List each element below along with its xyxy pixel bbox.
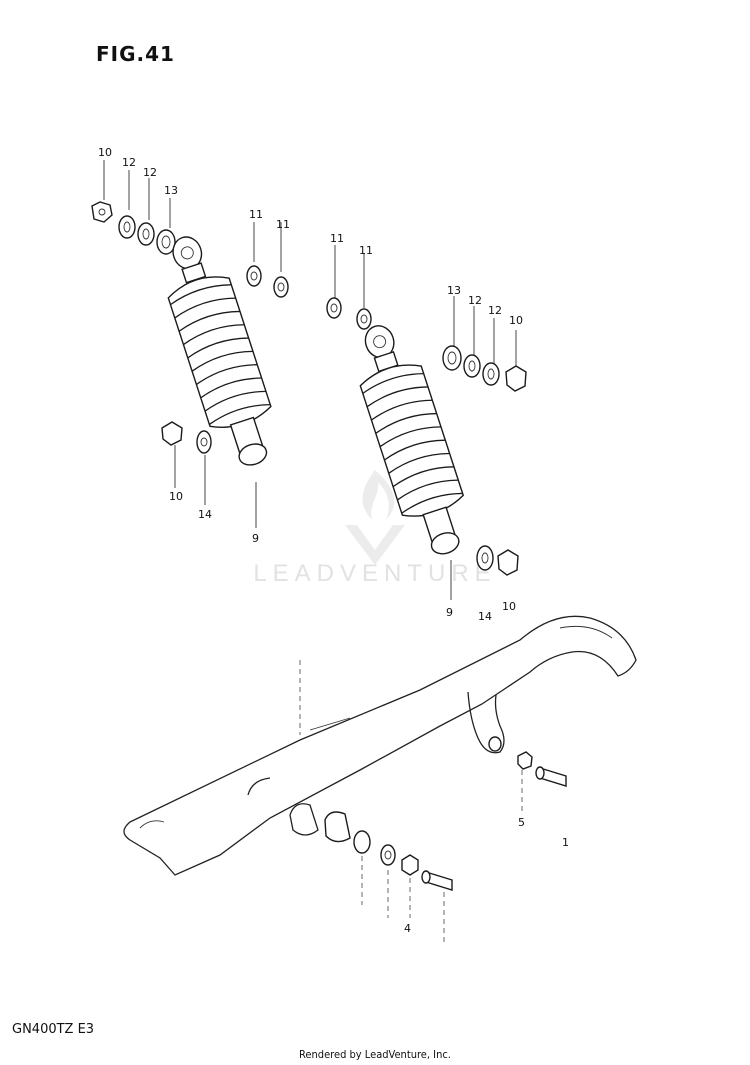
callout-10-left-bottom: 10 [169,490,183,503]
right-washer-13 [442,345,462,371]
right-washer-12a [463,354,481,378]
callout-11-right-b: 11 [359,244,373,257]
callout-12-right-a: 12 [468,294,482,307]
callout-10-right-bottom: 10 [502,600,516,613]
right-nut-10 [505,365,527,392]
callout-13-left: 13 [164,184,178,197]
left-nut-10-bottom [161,421,183,446]
pivot-hardware [299,660,567,945]
figure-title: FIG.41 [96,42,175,66]
right-rear-shock [359,325,465,555]
left-washer-13 [156,229,176,255]
watermark-logo [345,470,405,565]
callout-11-left-b: 11 [276,218,290,231]
render-credit: Rendered by LeadVenture, Inc. [299,1048,451,1061]
callout-14-right: 14 [478,610,492,623]
callout-12-left-b: 12 [143,166,157,179]
swingarm [123,615,637,876]
callout-12-left-a: 12 [122,156,136,169]
callout-13-right: 13 [447,284,461,297]
callout-9-right: 9 [446,606,453,619]
callout-11-right-a: 11 [330,232,344,245]
right-nut-10-bottom [497,549,519,576]
callout-12-right-b: 12 [488,304,502,317]
right-bushing-11b [356,308,372,330]
callout-9-left: 9 [252,532,259,545]
left-rear-shock [167,236,272,466]
right-washer-14 [476,545,494,571]
right-bushing-11a [326,297,342,319]
callout-14-left: 14 [198,508,212,521]
left-washer-12b [137,222,155,246]
callout-4: 4 [404,922,411,935]
callout-11-left-a: 11 [249,208,263,221]
model-code: GN400TZ E3 [12,1022,95,1037]
left-washer-14 [196,430,212,454]
left-leaders [103,160,282,528]
callout-5: 5 [518,816,525,829]
left-bushing-11a [246,265,262,287]
left-nut-10 [91,201,113,223]
right-washer-12b [482,362,500,386]
right-leaders [334,245,517,600]
left-washer-12a [118,215,136,239]
left-bushing-11b [273,276,289,298]
callout-10-left: 10 [98,146,112,159]
callout-10-right: 10 [509,314,523,327]
callout-labels: 10 12 12 13 11 11 10 14 9 11 11 13 12 12… [98,146,569,935]
callout-1: 1 [562,836,569,849]
